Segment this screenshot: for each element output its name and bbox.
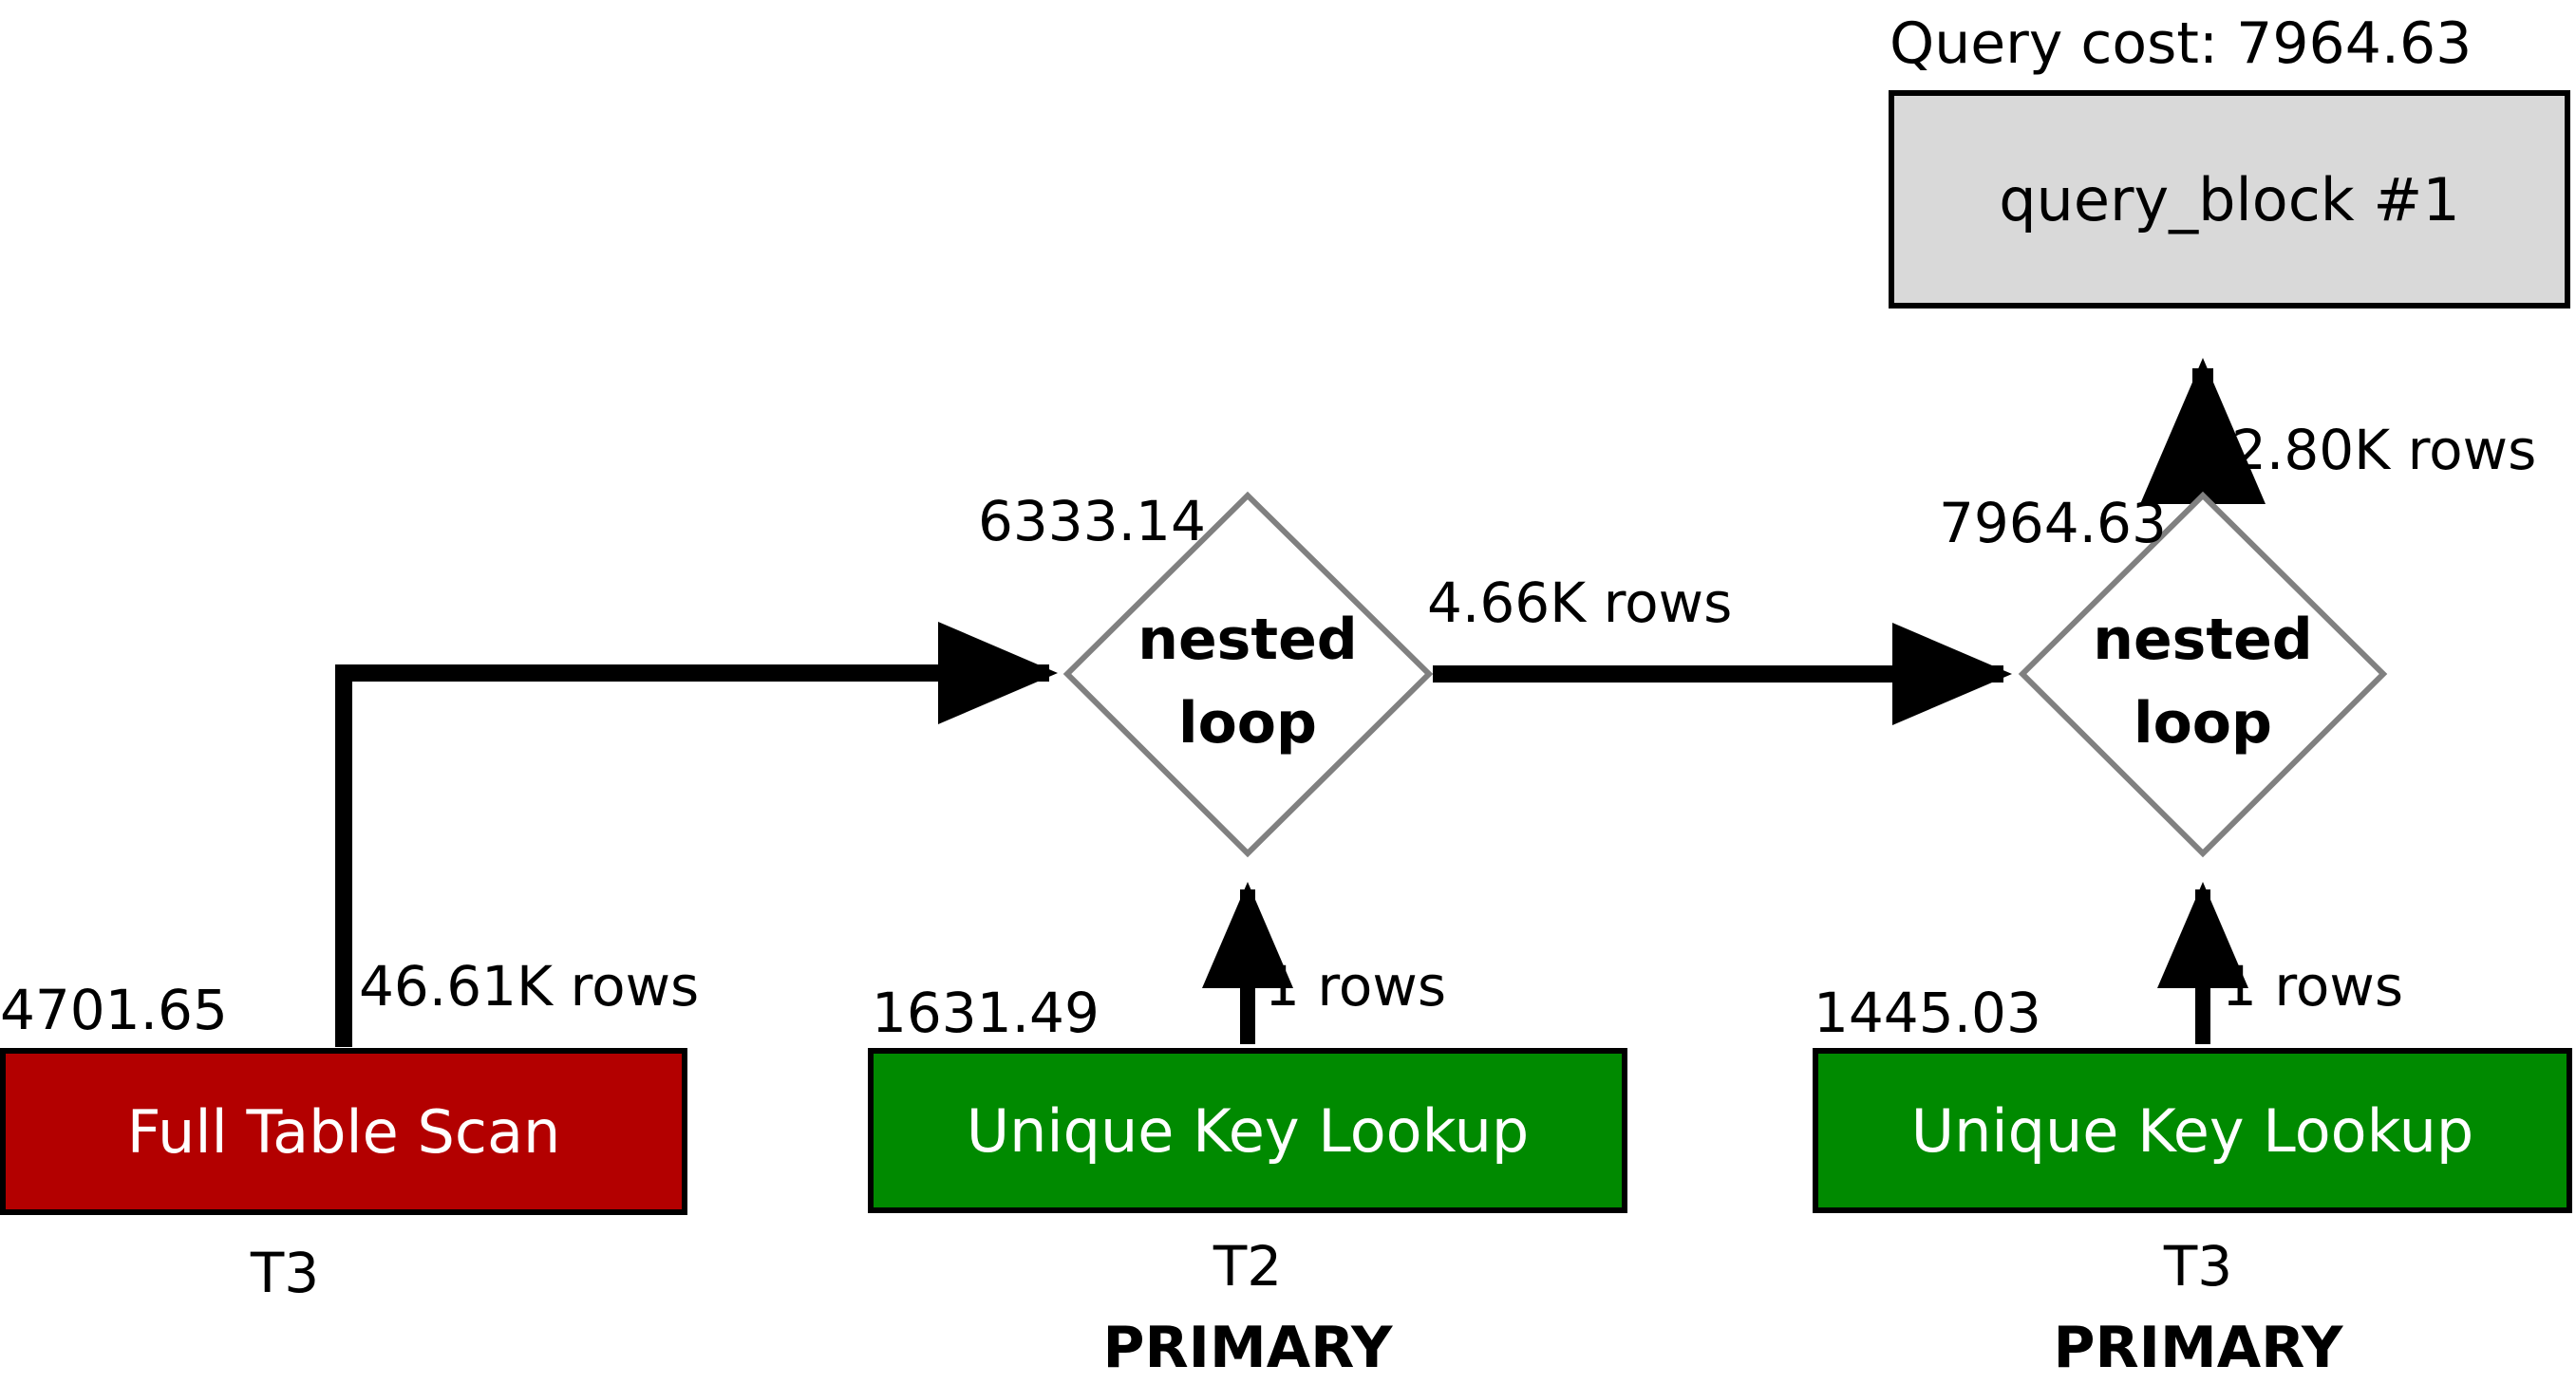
lookup-t3-rows: 1 rows bbox=[2222, 954, 2404, 1019]
lookup-t2-key: PRIMARY bbox=[1102, 1315, 1393, 1381]
query-block-node[interactable]: query_block #1 bbox=[1889, 90, 2570, 309]
lookup-t3-table: T3 bbox=[2163, 1234, 2233, 1299]
full-table-scan-label: Full Table Scan bbox=[126, 1096, 561, 1167]
unique-key-lookup-t2-node[interactable]: Unique Key Lookup bbox=[868, 1048, 1627, 1213]
lookup-t3-label: Unique Key Lookup bbox=[1910, 1095, 2474, 1166]
query-cost-label: Query cost: 7964.63 bbox=[1890, 10, 2473, 77]
nested-loop-2-rows: 2.80K rows bbox=[2231, 418, 2537, 482]
nested-loop-2-diamond[interactable] bbox=[2018, 491, 2388, 858]
lookup-t2-rows: 1 rows bbox=[1265, 954, 1447, 1019]
full-scan-rows: 46.61K rows bbox=[359, 954, 700, 1019]
query-block-label: query_block #1 bbox=[1999, 164, 2460, 234]
lookup-t2-cost: 1631.49 bbox=[872, 981, 1100, 1045]
nested-loop-1-cost: 6333.14 bbox=[978, 489, 1206, 553]
edge-full-scan-to-nested-loop-1 bbox=[335, 622, 1058, 1047]
nested-loop-2-line1: nested bbox=[2093, 607, 2313, 673]
full-table-scan-node[interactable]: Full Table Scan bbox=[0, 1048, 687, 1215]
nested-loop-1-rows: 4.66K rows bbox=[1427, 570, 1733, 635]
nested-loop-2-label: nested loop bbox=[2060, 598, 2345, 765]
lookup-t2-table: T2 bbox=[1213, 1234, 1283, 1299]
nested-loop-1-diamond[interactable] bbox=[1062, 491, 1434, 858]
lookup-t2-label: Unique Key Lookup bbox=[966, 1095, 1530, 1166]
nested-loop-2-line2: loop bbox=[2134, 690, 2272, 757]
lookup-t3-key: PRIMARY bbox=[2053, 1315, 2343, 1381]
nested-loop-1-line1: nested bbox=[1138, 607, 1358, 673]
lookup-t3-cost: 1445.03 bbox=[1814, 981, 2041, 1045]
full-scan-table: T3 bbox=[250, 1241, 320, 1305]
nested-loop-1-line2: loop bbox=[1178, 690, 1317, 757]
full-scan-cost: 4701.65 bbox=[0, 978, 228, 1042]
nested-loop-2-cost: 7964.63 bbox=[1939, 491, 2167, 555]
nested-loop-1-label: nested loop bbox=[1105, 598, 1390, 765]
unique-key-lookup-t3-node[interactable]: Unique Key Lookup bbox=[1813, 1048, 2572, 1213]
